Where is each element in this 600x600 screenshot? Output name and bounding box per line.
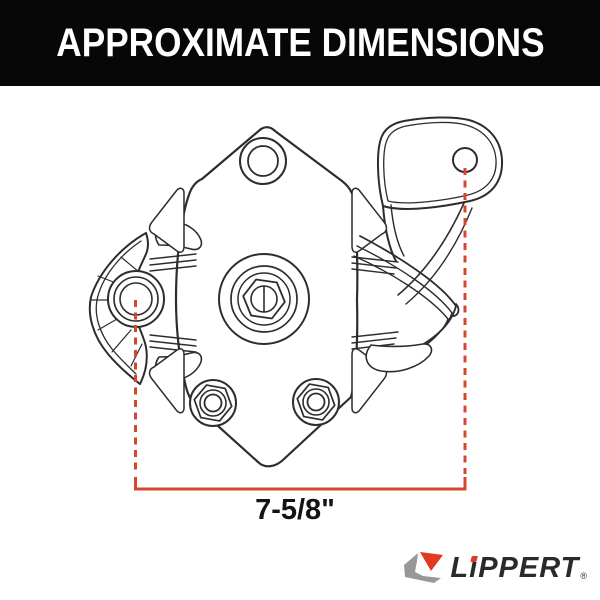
bottom-left-nut xyxy=(189,379,237,427)
lippert-wordmark: LiPPERT xyxy=(450,552,580,584)
logo-triangle xyxy=(420,552,444,571)
equalizer-arm xyxy=(353,235,460,373)
banner: APPROXIMATE DIMENSIONS xyxy=(0,0,600,86)
lippert-logo-icon xyxy=(404,552,444,583)
dimension-label: 7-5/8" xyxy=(255,494,335,526)
brand-logo: LiPPERT ® xyxy=(401,546,587,590)
side-bracket xyxy=(376,116,504,305)
right-spring-leaves xyxy=(351,256,399,350)
gussets xyxy=(148,187,388,414)
banner-title: APPROXIMATE DIMENSIONS xyxy=(55,21,545,65)
center-hub xyxy=(218,253,310,345)
logo-swoosh xyxy=(404,553,442,583)
dimension-lines xyxy=(134,168,467,491)
bottom-right-nut xyxy=(292,378,340,426)
top-bolt xyxy=(239,137,287,185)
dimension-bracket xyxy=(134,477,467,491)
registered-trademark: ® xyxy=(580,571,587,581)
left-spring-leaves xyxy=(149,253,197,353)
